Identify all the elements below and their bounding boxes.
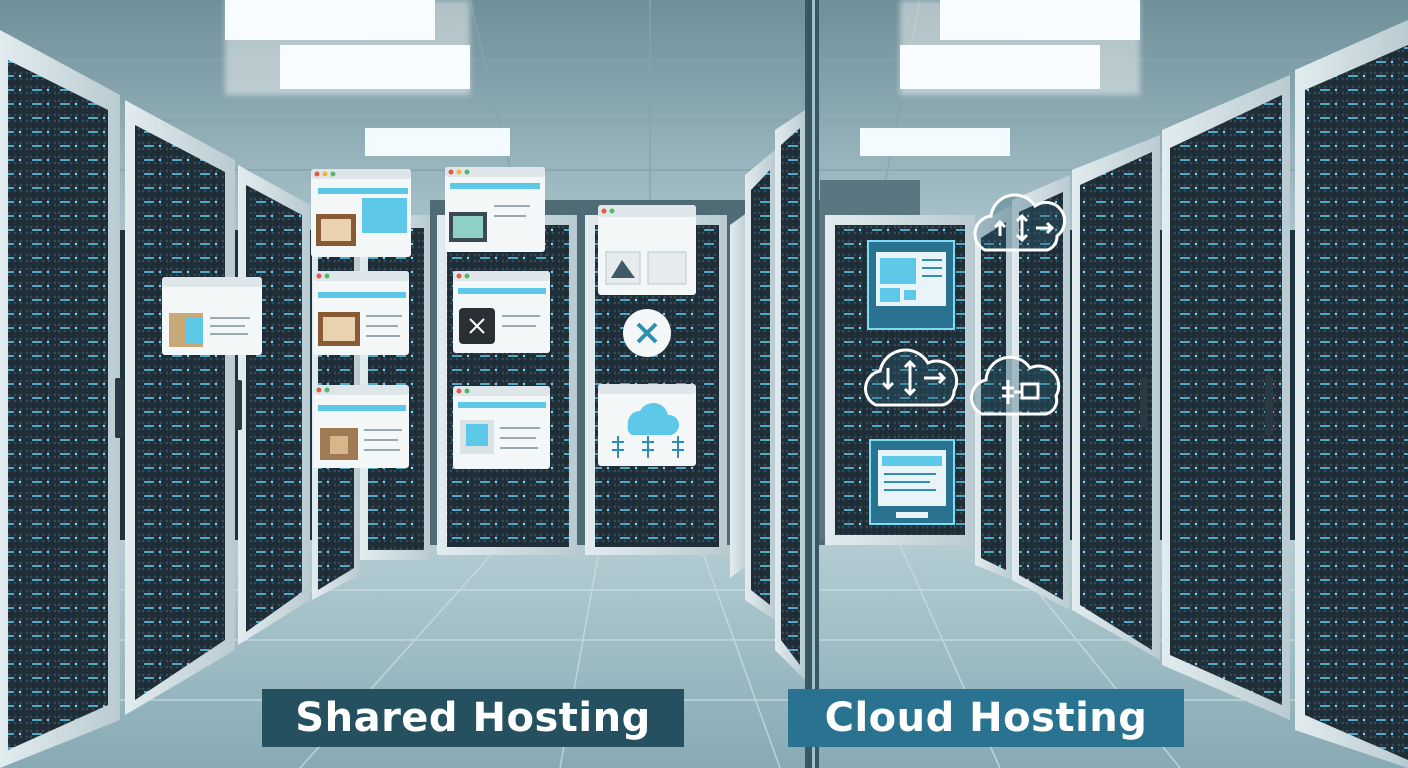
shared-hosting-label: Shared Hosting (262, 689, 684, 747)
right-rack-row (1012, 20, 1408, 768)
cloud-hosting-label: Cloud Hosting (788, 689, 1184, 747)
browser-window-icon (453, 386, 550, 469)
cloud-network-icon (970, 355, 1061, 416)
cloud-arrows-icon (864, 348, 959, 407)
browser-window-icon (445, 167, 545, 252)
browser-window-icon (313, 271, 409, 355)
browser-window-icon (311, 169, 411, 257)
shared-hosting-windows (162, 167, 696, 469)
browser-window-icon (313, 385, 409, 468)
cloud-hosting-icons (864, 193, 1067, 525)
monitor-screen-icon (869, 439, 955, 525)
monitor-screen-icon (867, 240, 955, 330)
cloud-upload-download-icon (973, 193, 1067, 252)
divider-racks (730, 110, 805, 680)
cloud-network-icon (598, 384, 696, 466)
browser-window-icon (598, 205, 696, 295)
close-x-icon (623, 309, 671, 357)
browser-window-icon (453, 271, 550, 353)
browser-window-icon (162, 277, 262, 355)
